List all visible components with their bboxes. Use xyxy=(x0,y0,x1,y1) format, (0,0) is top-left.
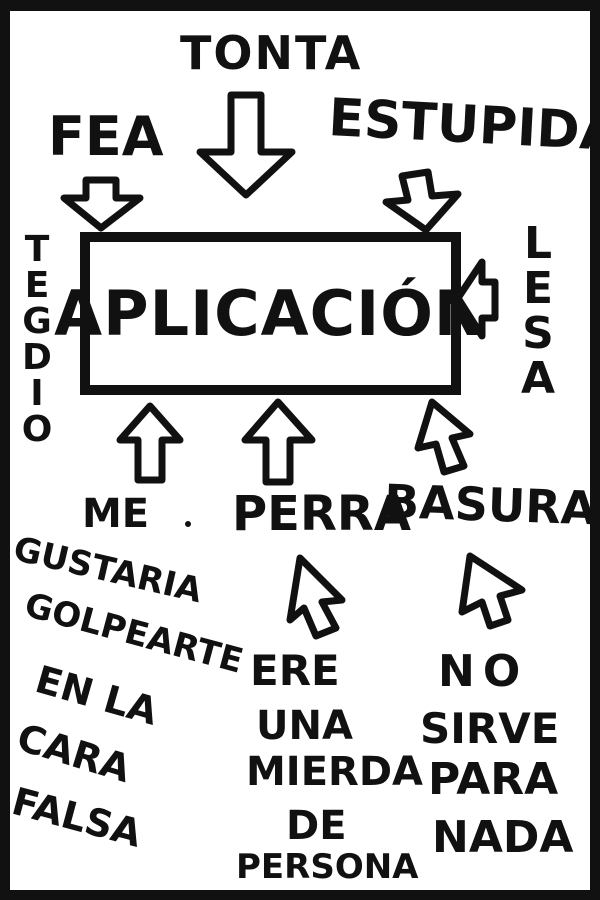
tegdio-letter: I xyxy=(30,373,44,414)
phrase-golpearte-line: ME xyxy=(82,491,150,537)
word-tonta: TONTA xyxy=(180,26,363,80)
phrase-mierda-line: DE xyxy=(286,803,347,849)
word-estupida: ESTUPIDA xyxy=(327,88,600,164)
central-label: APLICACIÓN xyxy=(54,277,487,350)
phrase-nada-line: PARA xyxy=(428,754,559,805)
lesa-letter: A xyxy=(520,352,556,404)
phrase-mierda-line: MIERDA xyxy=(246,749,423,795)
word-basura: BASURA xyxy=(383,474,598,536)
tegdio-letter: O xyxy=(21,409,53,450)
word-lesa: L E S A xyxy=(512,218,564,404)
tegdio-letter: G xyxy=(22,301,52,342)
lesa-letter: L xyxy=(523,218,553,269)
word-perra: PERRA xyxy=(232,486,412,542)
word-fea: FEA xyxy=(48,105,164,168)
phrase-mierda-line: ERE xyxy=(250,646,340,695)
lesa-letter: E xyxy=(522,262,554,314)
tegdio-letter: T xyxy=(24,229,50,270)
tegdio-letter: D xyxy=(22,337,52,378)
phrase-mierda-line: PERSONA xyxy=(236,847,419,887)
phrase-nada-line: SIRVE xyxy=(420,704,560,753)
lesa-letter: S xyxy=(522,307,554,359)
word-tegdio: T E G D I O xyxy=(18,232,56,448)
central-box: APLICACIÓN xyxy=(54,232,486,395)
phrase-mierda-line: UNA xyxy=(256,703,353,749)
phrase-nada-line: NO xyxy=(438,646,529,697)
tegdio-letter: E xyxy=(24,265,50,306)
phrase-nada-line: NADA xyxy=(432,812,574,863)
